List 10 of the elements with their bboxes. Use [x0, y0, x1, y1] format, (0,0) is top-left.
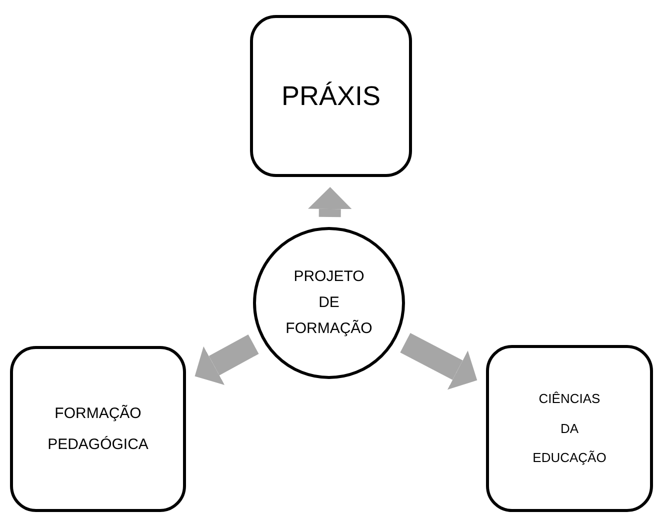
- node-label: CIÊNCIAS DA EDUCAÇÃO: [532, 390, 608, 468]
- process-box: [10, 346, 186, 512]
- node-label: PRÁXIS: [280, 80, 382, 112]
- process-box: [250, 15, 412, 177]
- block-arrow: [308, 187, 352, 218]
- block-arrow: [194, 334, 259, 385]
- block-arrow: [400, 333, 478, 390]
- process-box: [486, 345, 653, 512]
- node-label: FORMAÇÃO PEDAGÓGICA: [46, 404, 150, 455]
- node-label: PROJETO DE FORMAÇÃO: [285, 266, 373, 340]
